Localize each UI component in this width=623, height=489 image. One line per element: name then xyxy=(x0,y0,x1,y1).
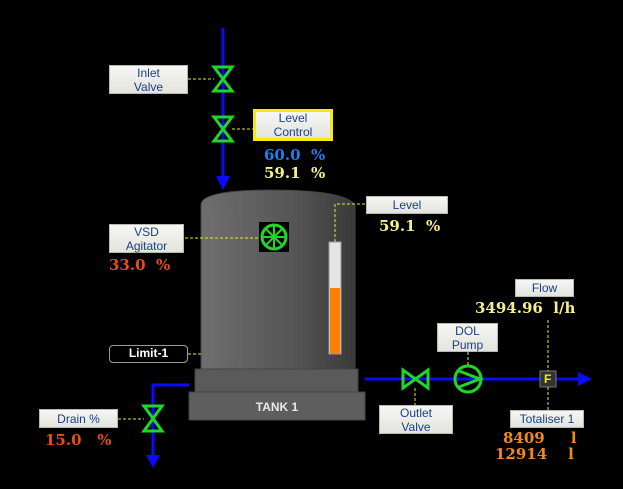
level-bar-fill xyxy=(330,288,340,354)
inlet-arrow-icon xyxy=(216,176,230,190)
agitator-icon xyxy=(259,222,289,252)
level-control-label-line1: Level xyxy=(278,111,308,125)
outlet-arrow-icon xyxy=(578,372,592,386)
connector-lines xyxy=(118,78,549,420)
pump-icon[interactable] xyxy=(453,364,485,394)
drain-label-text: Drain % xyxy=(57,411,100,426)
level-control-label-line2: Control xyxy=(273,125,313,139)
dol-pump-label[interactable]: DOL Pump xyxy=(437,323,498,352)
tank-1 xyxy=(188,189,366,421)
level-label[interactable]: Level xyxy=(366,196,448,214)
level-control-pv-value: 59.1 % xyxy=(264,164,326,182)
drain-pipe xyxy=(151,383,189,455)
inlet-valve-icon[interactable] xyxy=(211,65,235,93)
inlet-valve-label[interactable]: Inlet Valve xyxy=(109,65,188,94)
level-control-valve-icon[interactable] xyxy=(211,115,235,143)
inlet-valve-label-line1: Inlet xyxy=(137,65,160,80)
flow-meter-glyph: F xyxy=(544,372,552,386)
outlet-valve-label-line2: Valve xyxy=(401,419,431,434)
inlet-valve-label-line2: Valve xyxy=(133,79,164,94)
totaliser-label[interactable]: Totaliser 1 xyxy=(510,410,584,428)
flow-label[interactable]: Flow xyxy=(515,279,574,297)
drain-label[interactable]: Drain % xyxy=(39,409,118,428)
outlet-valve-label[interactable]: Outlet Valve xyxy=(379,405,453,434)
drain-value: 15.0 % xyxy=(45,431,112,449)
limit-1-label-text: Limit-1 xyxy=(128,346,169,360)
level-setpoint-value: 60.0 % xyxy=(264,146,326,164)
drain-arrow-icon xyxy=(146,455,160,468)
drain-valve-icon[interactable] xyxy=(141,404,165,433)
outlet-valve-icon[interactable] xyxy=(401,367,430,391)
totaliser-label-text: Totaliser 1 xyxy=(519,412,575,426)
totaliser-value-2: 12914 l xyxy=(495,445,574,463)
level-value: 59.1 % xyxy=(379,217,441,235)
flow-label-text: Flow xyxy=(531,281,558,295)
dol-pump-label-line2: Pump xyxy=(451,337,484,352)
level-control-label[interactable]: Level Control xyxy=(253,109,333,141)
level-label-text: Level xyxy=(392,198,422,212)
vsd-agitator-label-line1: VSD xyxy=(134,224,159,239)
dol-pump-label-line1: DOL xyxy=(455,323,480,338)
outlet-valve-label-line1: Outlet xyxy=(399,405,432,420)
limit-1-label[interactable]: Limit-1 xyxy=(109,345,188,363)
vsd-agitator-label-line2: Agitator xyxy=(125,238,168,253)
totaliser-value-1: 8409 l xyxy=(503,429,577,447)
vsd-agitator-label[interactable]: VSD Agitator xyxy=(109,224,184,253)
agitator-speed-value: 33.0 % xyxy=(109,256,171,274)
tank-name: TANK 1 xyxy=(255,400,299,414)
flow-value: 3494.96 l/h xyxy=(475,299,576,317)
